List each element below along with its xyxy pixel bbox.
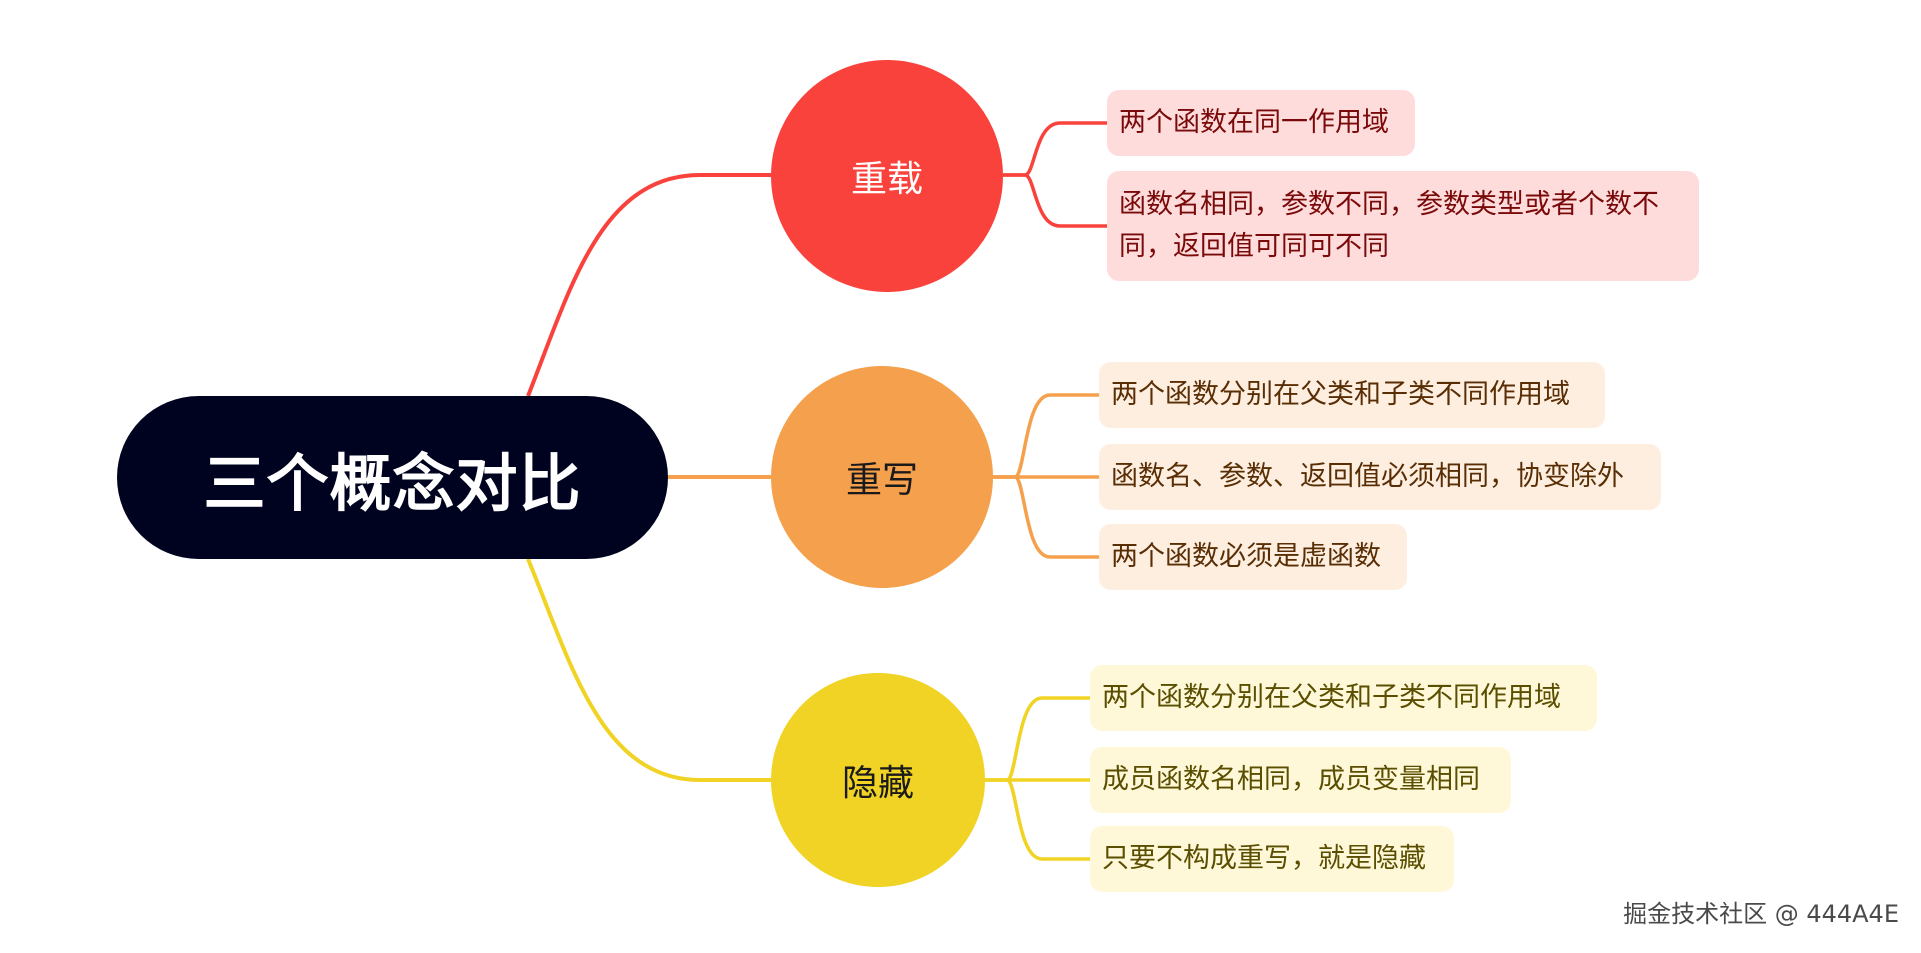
branch-node-label: 重写 (845, 460, 918, 501)
leaf-node-override-3[interactable]: 两个函数必须是虚函数 (1099, 524, 1407, 590)
leaf-node-override-1[interactable]: 两个函数分别在父类和子类不同作用域 (1099, 362, 1605, 428)
leaf-node-label: 函数名、参数、返回值必须相同，协变除外 (1111, 461, 1624, 492)
connector-overload-leaf-1 (1003, 121, 1107, 177)
branch-node-override[interactable]: 重写 (771, 366, 993, 588)
leaf-node-label: 两个函数分别在父类和子类不同作用域 (1102, 682, 1561, 713)
leaf-node-hide-2[interactable]: 成员函数名相同，成员变量相同 (1090, 747, 1511, 813)
connector-overload-leaf-2 (1003, 173, 1107, 228)
connector-hide-leaf-1 (985, 696, 1090, 782)
leaf-node-overload-1[interactable]: 两个函数在同一作用域 (1107, 90, 1415, 156)
branch-node-label: 重载 (850, 159, 923, 200)
leaf-node-label: 函数名相同，参数不同，参数类型或者个数不同，返回值可同可不同 (1119, 189, 1659, 262)
branch-node-hide[interactable]: 隐藏 (771, 673, 985, 887)
connector-hide-leaf-3 (985, 778, 1090, 861)
root-node-label: 三个概念对比 (203, 446, 582, 520)
leaf-node-label: 两个函数必须是虚函数 (1111, 541, 1381, 572)
root-node[interactable]: 三个概念对比 (117, 396, 668, 559)
branch-node-overload[interactable]: 重载 (771, 60, 1003, 292)
leaf-node-label: 两个函数在同一作用域 (1119, 107, 1389, 138)
connector-root-overload (526, 173, 771, 397)
connector-override-leaf-3 (993, 475, 1099, 559)
leaf-node-label: 两个函数分别在父类和子类不同作用域 (1111, 379, 1570, 410)
connector-root-hide (526, 558, 771, 782)
leaf-node-label: 成员函数名相同，成员变量相同 (1102, 764, 1480, 795)
leaf-node-label: 只要不构成重写，就是隐藏 (1102, 843, 1426, 874)
leaf-node-overload-2[interactable]: 函数名相同，参数不同，参数类型或者个数不同，返回值可同可不同 (1107, 171, 1699, 281)
connector-override-leaf-1 (993, 393, 1099, 479)
leaf-node-hide-1[interactable]: 两个函数分别在父类和子类不同作用域 (1090, 665, 1597, 731)
leaf-node-hide-3[interactable]: 只要不构成重写，就是隐藏 (1090, 826, 1454, 892)
leaf-node-override-2[interactable]: 函数名、参数、返回值必须相同，协变除外 (1099, 444, 1661, 510)
branch-node-label: 隐藏 (841, 763, 914, 804)
watermark-text: 掘金技术社区 @ 444A4E (1623, 900, 1899, 928)
